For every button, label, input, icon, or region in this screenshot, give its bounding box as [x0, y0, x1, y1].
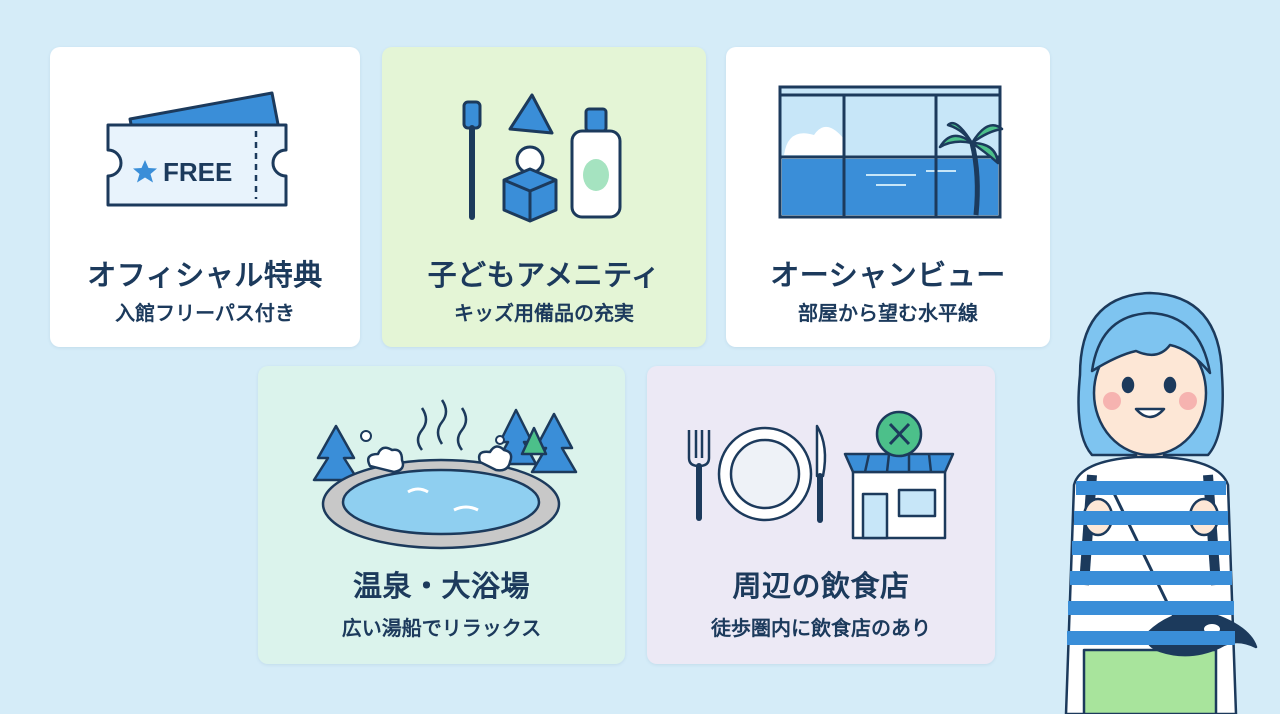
card-kids-amenities: 子どもアメニティ キッズ用備品の充実: [382, 47, 706, 347]
card-title: 温泉・大浴場: [352, 569, 530, 603]
card-title: 周辺の飲食店: [732, 569, 910, 603]
card-subtitle: 入館フリーパス付き: [115, 301, 295, 325]
ocean-window-icon: [778, 85, 1004, 219]
card-hot-spring: 温泉・大浴場 広い湯船でリラックス: [258, 366, 625, 664]
card-title: オフィシャル特典: [87, 258, 323, 292]
card-nearby-restaurants: 周辺の飲食店 徒歩圏内に飲食店のあり: [647, 366, 995, 664]
card-title: 子どもアメニティ: [427, 258, 661, 292]
card-subtitle: 部屋から望む水平線: [798, 301, 978, 325]
card-subtitle: 広い湯船でリラックス: [341, 616, 542, 640]
amenities-icon: [462, 93, 622, 223]
card-ocean-view: オーシャンビュー 部屋から望む水平線: [726, 47, 1050, 347]
ticket-free-text: FREE: [163, 157, 232, 187]
card-official-perks: FREE オフィシャル特典 入館フリーパス付き: [50, 47, 360, 347]
restaurant-icon: [687, 410, 955, 540]
ticket-icon: FREE: [106, 91, 288, 207]
hot-spring-icon: [312, 399, 578, 550]
card-subtitle: 徒歩圏内に飲食店のあり: [711, 616, 931, 640]
card-subtitle: キッズ用備品の充実: [454, 301, 634, 325]
girl-with-orca-plush: [1064, 291, 1258, 714]
card-title: オーシャンビュー: [770, 258, 1006, 292]
